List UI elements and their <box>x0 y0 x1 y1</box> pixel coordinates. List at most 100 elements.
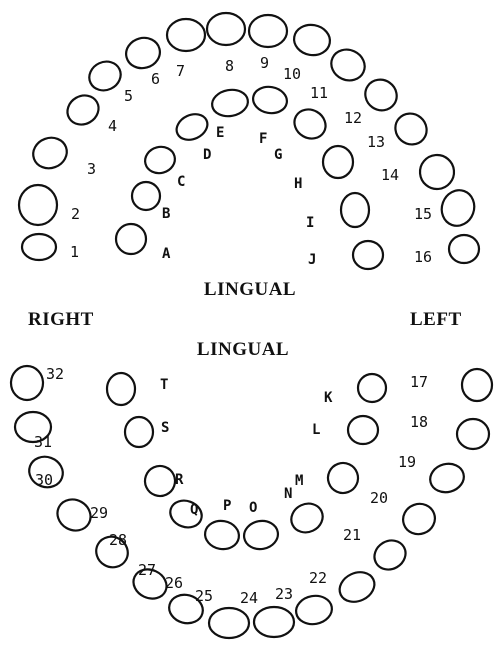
upper-primary-label-j: J <box>308 252 316 268</box>
upper-primary-tooth-7 <box>293 108 327 140</box>
lower-permanent-tooth-3 <box>429 462 465 494</box>
upper-primary-tooth-2 <box>130 180 162 212</box>
lower-primary-tooth-2 <box>346 414 380 446</box>
lower-primary-label-m: M <box>295 473 303 489</box>
lower-permanent-tooth-13 <box>56 498 92 532</box>
upper-permanent-tooth-13 <box>394 112 428 146</box>
lower-permanent-tooth-11 <box>132 568 168 600</box>
lower-permanent-tooth-8 <box>252 605 296 639</box>
teeth-outlines <box>9 11 494 640</box>
upper-permanent-tooth-9 <box>247 13 289 49</box>
lower-permanent-label-21: 21 <box>343 526 361 544</box>
lower-primary-tooth-3 <box>326 461 360 495</box>
lower-permanent-tooth-6 <box>338 571 376 603</box>
upper-permanent-tooth-11 <box>330 48 366 82</box>
lower-primary-label-o: O <box>249 500 257 516</box>
lower-permanent-label-31: 31 <box>34 433 52 451</box>
lower-permanent-tooth-5 <box>373 539 407 571</box>
upper-primary-label-e: E <box>216 125 224 141</box>
upper-primary-label-b: B <box>162 206 170 222</box>
lower-permanent-label-29: 29 <box>90 504 108 522</box>
upper-permanent-label-4: 4 <box>108 117 117 135</box>
lower-primary-tooth-8 <box>143 464 177 498</box>
lower-primary-label-t: T <box>160 377 168 393</box>
lower-permanent-tooth-9 <box>207 606 251 640</box>
upper-primary-tooth-5 <box>211 88 249 118</box>
lower-primary-tooth-6 <box>203 519 241 551</box>
lower-primary-tooth-9 <box>123 415 155 449</box>
upper-permanent-tooth-15 <box>440 189 476 227</box>
upper-primary-tooth-1 <box>114 222 148 256</box>
upper-primary-tooth-9 <box>339 191 371 229</box>
lower-permanent-label-25: 25 <box>195 587 213 605</box>
lower-primary-tooth-1 <box>356 372 388 404</box>
lower-permanent-tooth-10 <box>168 593 204 625</box>
right-side-label: RIGHT <box>28 309 94 330</box>
upper-primary-label-i: I <box>306 215 314 231</box>
upper-permanent-tooth-2 <box>17 183 59 227</box>
upper-permanent-tooth-5 <box>88 60 122 92</box>
upper-permanent-tooth-16 <box>447 233 481 265</box>
upper-primary-tooth-3 <box>144 145 176 175</box>
lower-permanent-label-22: 22 <box>309 569 327 587</box>
upper-permanent-label-2: 2 <box>71 205 80 223</box>
upper-permanent-label-8: 8 <box>225 57 234 75</box>
lower-permanent-label-18: 18 <box>410 413 428 431</box>
upper-permanent-label-5: 5 <box>124 87 133 105</box>
lower-permanent-label-24: 24 <box>240 589 258 607</box>
lower-primary-tooth-10 <box>105 371 137 407</box>
upper-permanent-label-16: 16 <box>414 248 432 266</box>
lower-primary-tooth-7 <box>169 499 203 529</box>
upper-permanent-label-11: 11 <box>310 84 328 102</box>
upper-permanent-tooth-12 <box>364 78 398 112</box>
upper-permanent-label-15: 15 <box>414 205 432 223</box>
upper-primary-label-g: G <box>274 147 282 163</box>
upper-permanent-label-7: 7 <box>176 62 185 80</box>
lower-primary-label-r: R <box>175 472 184 488</box>
lower-permanent-label-32: 32 <box>46 365 64 383</box>
lower-primary-label-n: N <box>284 486 292 502</box>
upper-permanent-label-10: 10 <box>283 65 301 83</box>
lower-primary-label-q: Q <box>190 502 198 518</box>
upper-permanent-label-13: 13 <box>367 133 385 151</box>
lower-permanent-tooth-15 <box>13 410 53 444</box>
lower-primary-label-l: L <box>312 422 320 438</box>
lower-primary-label-s: S <box>161 420 169 436</box>
upper-primary-tooth-6 <box>252 85 288 115</box>
upper-permanent-tooth-4 <box>66 94 100 126</box>
lower-primary-label-k: K <box>324 390 333 406</box>
upper-permanent-label-12: 12 <box>344 109 362 127</box>
upper-permanent-tooth-1 <box>20 232 58 262</box>
upper-permanent-tooth-7 <box>165 17 207 53</box>
upper-permanent-tooth-3 <box>32 136 68 170</box>
lower-permanent-tooth-1 <box>460 367 494 403</box>
upper-primary-label-d: D <box>203 147 211 163</box>
upper-primary-tooth-8 <box>321 144 355 180</box>
upper-permanent-tooth-6 <box>125 36 161 70</box>
lower-permanent-label-27: 27 <box>138 561 156 579</box>
lower-permanent-label-30: 30 <box>35 471 53 489</box>
upper-primary-tooth-4 <box>175 113 209 141</box>
lower-primary-tooth-4 <box>290 502 324 534</box>
lower-permanent-label-17: 17 <box>410 373 428 391</box>
lower-permanent-label-26: 26 <box>165 574 183 592</box>
lower-primary-label-p: P <box>223 498 231 514</box>
upper-permanent-tooth-8 <box>205 11 247 47</box>
lower-permanent-tooth-7 <box>295 594 333 626</box>
upper-permanent-tooth-14 <box>418 153 456 191</box>
lower-permanent-tooth-16 <box>9 364 45 402</box>
lower-lingual-label: LINGUAL <box>197 339 289 360</box>
lower-permanent-tooth-12 <box>95 535 129 569</box>
upper-permanent-label-6: 6 <box>151 70 160 88</box>
lower-permanent-label-23: 23 <box>275 585 293 603</box>
upper-permanent-label-9: 9 <box>260 54 269 72</box>
lower-permanent-tooth-14 <box>28 455 64 489</box>
upper-permanent-label-3: 3 <box>87 160 96 178</box>
upper-primary-label-c: C <box>177 174 185 190</box>
upper-primary-tooth-10 <box>351 239 385 271</box>
lower-permanent-label-28: 28 <box>109 531 127 549</box>
lower-permanent-label-20: 20 <box>370 489 388 507</box>
